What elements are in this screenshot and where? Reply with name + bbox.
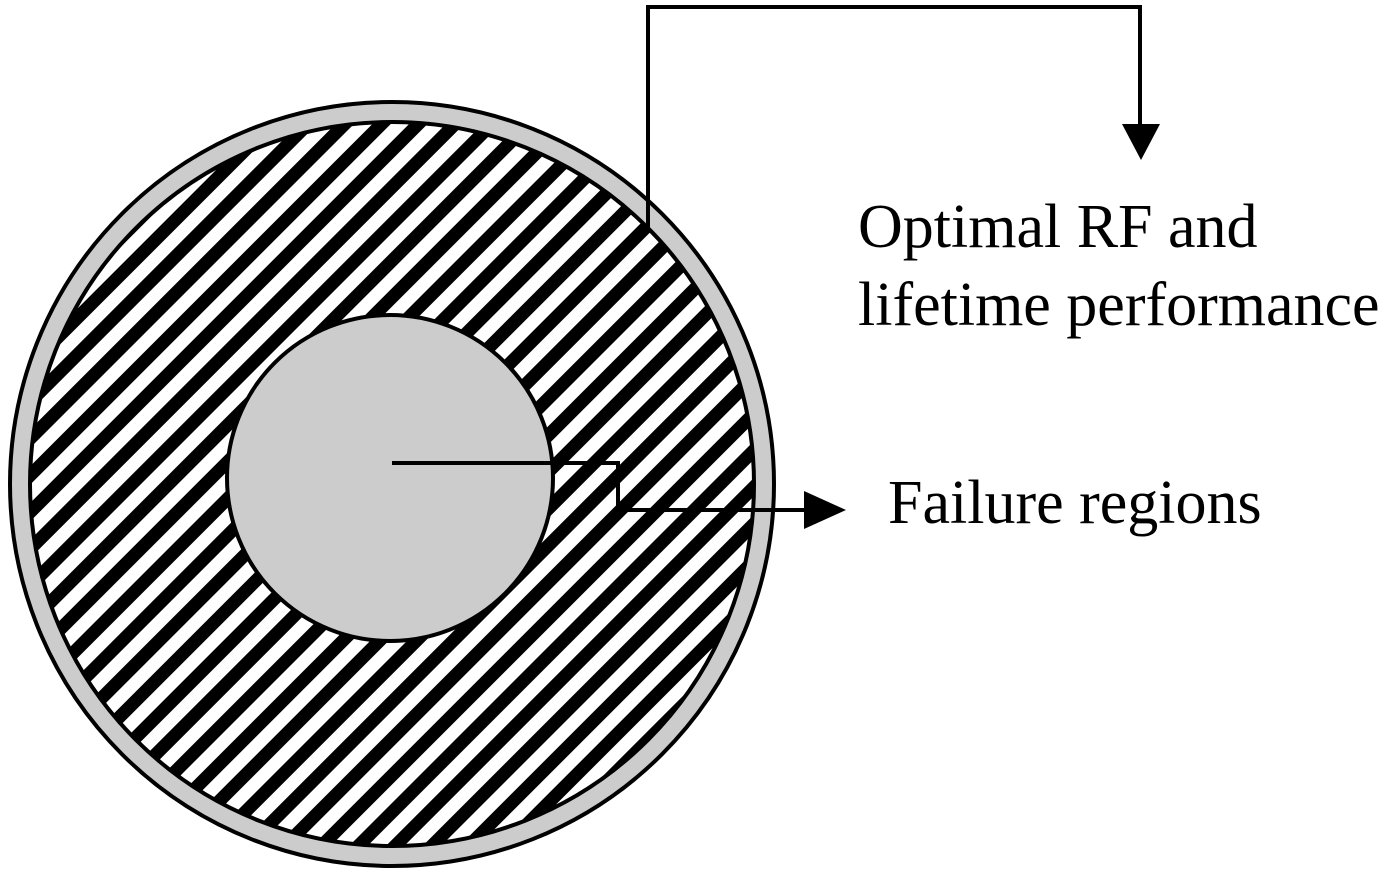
optimal-arrowhead <box>1122 124 1160 160</box>
failure-connector-line <box>392 461 808 512</box>
optimal-label-line-2: lifetime performance <box>858 271 1380 339</box>
optimal-label-line-1: Optimal RF and <box>858 193 1258 261</box>
failure-arrowhead <box>804 491 846 529</box>
failure-regions-label: Failure regions <box>888 469 1262 537</box>
optimal-connector-line <box>646 5 1142 230</box>
optimal-performance-label: Optimal RF and lifetime performance <box>858 188 1380 344</box>
inner-core <box>225 313 555 643</box>
